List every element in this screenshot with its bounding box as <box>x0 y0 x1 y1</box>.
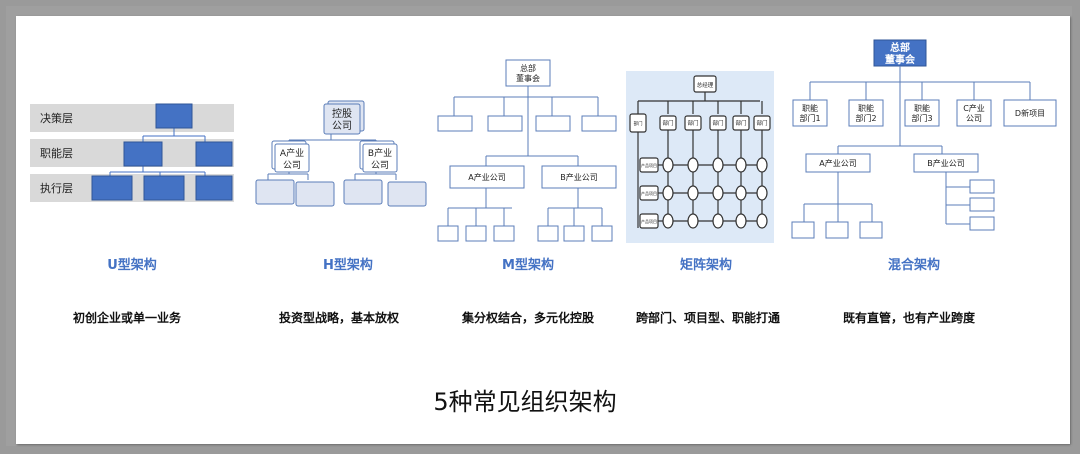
mixed-box-c <box>956 99 992 127</box>
h-holding-line2: 公司 <box>332 121 352 132</box>
h-sub-1 <box>255 179 295 205</box>
m-box-a <box>449 165 525 189</box>
mixed-func1-line1: 职能 <box>802 103 818 113</box>
u-box-decision <box>155 103 193 129</box>
matrix-project-2: 产品项目 <box>641 190 657 196</box>
u-box-function-1 <box>123 141 163 167</box>
org-structures-diagram: 决策层 职能层 执行层 控股 公司 A产业 公司 B产业 公司 <box>30 39 1057 416</box>
mixed-d-label: D新项目 <box>1015 108 1045 118</box>
mixed-c-line1: C产业 <box>963 103 985 113</box>
m-title: M型架构 <box>502 257 554 273</box>
m-b-label: B产业公司 <box>560 172 598 182</box>
mixed-a-label: A产业公司 <box>819 158 856 168</box>
mixed-box-func2 <box>848 99 884 127</box>
matrix-project-1: 产品项目 <box>641 162 657 168</box>
mixed-hq-line2: 董事会 <box>885 53 915 66</box>
u-box-exec-2 <box>143 175 185 201</box>
mixed-hq-line1: 总部 <box>890 41 910 54</box>
h-holding-line1: 控股 <box>332 107 352 120</box>
matrix-project-3: 产品项目 <box>641 218 657 224</box>
matrix-description: 跨部门、项目型、职能打通 <box>636 310 780 325</box>
h-a-line2: 公司 <box>283 160 301 171</box>
mixed-b-label: B产业公司 <box>927 158 965 168</box>
u-box-exec-3 <box>195 175 233 201</box>
matrix-dept-3: 部门 <box>712 119 723 127</box>
m-description: 集分权结合，多元化控股 <box>461 310 595 325</box>
h-sub-4 <box>387 181 427 207</box>
m-box-b <box>541 165 617 189</box>
matrix-dept-4: 部门 <box>735 119 746 127</box>
outer-frame: 决策层 职能层 执行层 控股 公司 A产业 公司 B产业 公司 <box>6 6 1072 446</box>
h-box-a <box>274 143 310 173</box>
mixed-description: 既有直管，也有产业跨度 <box>843 310 976 325</box>
u-band-decision <box>30 104 234 132</box>
m-box-hq <box>505 59 551 87</box>
h-sub-2 <box>295 181 335 207</box>
matrix-top-label: 总经理 <box>697 81 714 89</box>
mixed-box-func1 <box>792 99 828 127</box>
matrix-structure <box>629 75 771 229</box>
matrix-dept-1: 部门 <box>662 119 673 127</box>
h-description: 投资型战略，基本放权 <box>279 310 400 325</box>
h-b-line2: 公司 <box>371 160 389 171</box>
mixed-func1-line2: 部门1 <box>799 113 820 123</box>
u-layer-function: 职能层 <box>40 146 73 160</box>
h-sub-3 <box>343 179 383 205</box>
matrix-title: 矩阵架构 <box>679 257 732 273</box>
matrix-dept-5: 部门 <box>756 119 767 127</box>
h-a-line1: A产业 <box>280 147 304 159</box>
h-title: H型架构 <box>323 257 373 273</box>
slide-panel: 决策层 职能层 执行层 控股 公司 A产业 公司 B产业 公司 <box>16 16 1070 444</box>
h-b-line1: B产业 <box>368 147 392 159</box>
mixed-structure <box>791 39 1057 239</box>
m-a-label: A产业公司 <box>468 172 505 182</box>
mixed-box-d <box>1003 99 1057 127</box>
m-structure <box>437 59 617 242</box>
main-title: 5种常见组织架构 <box>433 388 616 416</box>
h-structure <box>255 100 427 207</box>
matrix-dept-2: 部门 <box>687 119 698 127</box>
u-layer-execution: 执行层 <box>40 181 73 195</box>
mixed-func2-line2: 部门2 <box>855 113 876 123</box>
m-hq-line2: 董事会 <box>516 73 540 83</box>
matrix-corner-label: 部门 <box>634 120 643 127</box>
u-title: U型架构 <box>107 257 157 273</box>
mixed-func3-line2: 部门3 <box>911 113 932 123</box>
u-box-function-2 <box>195 141 233 167</box>
h-box-b <box>362 143 398 173</box>
u-layer-decision: 决策层 <box>40 111 73 125</box>
mixed-c-line2: 公司 <box>966 114 982 123</box>
m-hq-line1: 总部 <box>520 63 536 73</box>
mixed-func3-line1: 职能 <box>914 103 930 113</box>
h-box-holding <box>323 103 361 135</box>
mixed-box-func3 <box>904 99 940 127</box>
u-description: 初创企业或单一业务 <box>73 310 182 325</box>
u-structure <box>30 103 234 202</box>
mixed-title: 混合架构 <box>888 257 940 273</box>
u-box-exec-1 <box>91 175 133 201</box>
mixed-func2-line1: 职能 <box>858 103 874 113</box>
